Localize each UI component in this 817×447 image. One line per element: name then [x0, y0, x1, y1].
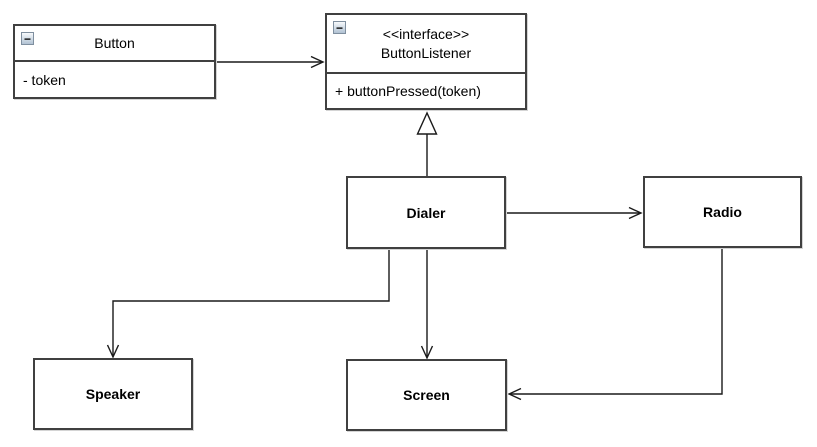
- class-header-button: − Button: [15, 26, 214, 62]
- method-buttonpressed: + buttonPressed(token): [335, 83, 481, 99]
- class-title-dialer: Dialer: [406, 204, 446, 221]
- class-box-dialer[interactable]: Dialer: [346, 176, 506, 249]
- class-title-speaker: Speaker: [85, 386, 141, 402]
- collapse-icon[interactable]: −: [21, 32, 34, 45]
- attribute-token: - token: [23, 71, 66, 88]
- connector-dialer-radio[interactable]: [506, 206, 643, 220]
- connector-radio-screen[interactable]: [507, 248, 723, 401]
- connector-dialer-buttonlistener-realization[interactable]: [416, 111, 438, 176]
- class-box-button[interactable]: − Button - token: [13, 24, 216, 99]
- class-box-screen[interactable]: Screen: [346, 359, 507, 431]
- class-header-buttonlistener: − <<interface>> ButtonListener: [327, 15, 525, 74]
- connector-button-buttonlistener[interactable]: [216, 55, 325, 69]
- connector-dialer-screen[interactable]: [420, 249, 434, 360]
- class-members-button: - token: [15, 62, 214, 97]
- class-box-radio[interactable]: Radio: [643, 176, 802, 248]
- class-title-screen: Screen: [403, 387, 450, 403]
- class-members-buttonlistener: + buttonPressed(token): [327, 74, 525, 108]
- class-title-buttonlistener: ButtonListener: [380, 44, 472, 61]
- class-title-radio: Radio: [703, 204, 742, 220]
- class-box-speaker[interactable]: Speaker: [33, 358, 193, 430]
- class-box-buttonlistener[interactable]: − <<interface>> ButtonListener + buttonP…: [325, 13, 527, 110]
- connector-dialer-speaker[interactable]: [106, 249, 390, 359]
- class-title-button: Button: [94, 34, 135, 51]
- stereotype-label: <<interface>>: [382, 25, 470, 42]
- collapse-icon[interactable]: −: [333, 21, 346, 34]
